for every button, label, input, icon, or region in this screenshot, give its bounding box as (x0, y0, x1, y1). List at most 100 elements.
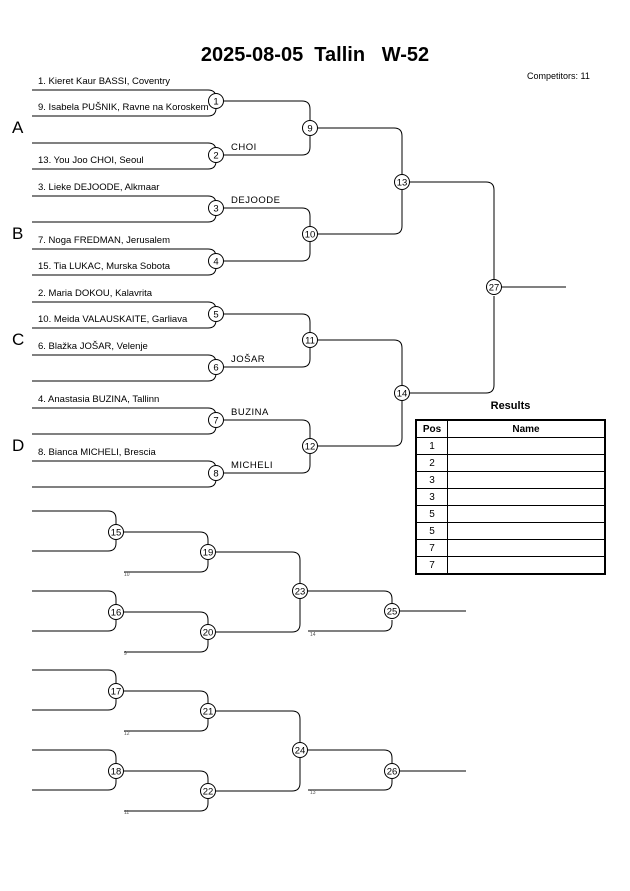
entrant: 6. Blažka JOŠAR, Velenje (38, 341, 148, 352)
match-node: 20 (200, 624, 216, 640)
match-number: 19 (203, 548, 214, 559)
match-circle (208, 147, 224, 163)
result-pos: 7 (415, 539, 448, 557)
match-node: 25 (384, 603, 400, 619)
match-node: 2 (208, 147, 224, 163)
match-node: 21 (200, 703, 216, 719)
match-number: 8 (213, 469, 218, 480)
table-row: 5 (415, 522, 606, 540)
match-node: 18 (108, 763, 124, 779)
match-winner: MICHELI (231, 460, 274, 471)
result-pos: 2 (415, 454, 448, 472)
match-node: 27 (486, 279, 502, 295)
match-node: 14 (394, 385, 410, 401)
result-name (447, 556, 606, 575)
entrant: 13. You Joo CHOI, Seoul (38, 155, 144, 166)
result-name (447, 505, 606, 523)
match-number: 17 (111, 687, 122, 698)
match-number: 9 (307, 124, 312, 135)
match-circle (486, 279, 502, 295)
entrant: 15. Tia LUKAC, Murska Sobota (38, 261, 171, 272)
match-circle (208, 93, 224, 109)
match-circle (302, 120, 318, 136)
match-circle (208, 306, 224, 322)
entrant: 2. Maria DOKOU, Kalavrita (38, 288, 153, 299)
match-number: 26 (387, 767, 398, 778)
match-circle (200, 624, 216, 640)
result-pos: 3 (415, 471, 448, 489)
result-name (447, 471, 606, 489)
results-title: Results (490, 400, 531, 412)
match-number: 12 (305, 442, 316, 453)
repechage-ref: 9 (124, 651, 127, 657)
result-name (447, 454, 606, 472)
match-number: 25 (387, 607, 398, 618)
match-circle (200, 703, 216, 719)
match-node: 26 (384, 763, 400, 779)
match-winner: CHOI (231, 142, 257, 153)
match-number: 1 (213, 97, 218, 108)
results-header-pos: Pos (415, 419, 448, 438)
result-pos: 7 (415, 556, 448, 575)
pool-label-c: C (12, 330, 25, 349)
match-circle (200, 544, 216, 560)
match-circle (302, 438, 318, 454)
match-node: 12 (302, 438, 318, 454)
table-row: 2 (415, 454, 606, 472)
match-number: 4 (213, 257, 218, 268)
match-node: 6 (208, 359, 224, 375)
match-number: 3 (213, 204, 218, 215)
match-number: 27 (489, 283, 500, 294)
match-circle (200, 783, 216, 799)
match-winner: JOŠAR (231, 354, 266, 365)
repechage-ref: 10 (124, 572, 130, 578)
repechage-ref: 14 (310, 632, 316, 638)
match-node: 1 (208, 93, 224, 109)
result-name (447, 437, 606, 455)
pool-label-a: A (12, 118, 24, 137)
match-circle (302, 332, 318, 348)
result-name (447, 539, 606, 557)
match-circle (108, 604, 124, 620)
competitor-count: Competitors: 11 (527, 71, 590, 81)
entrant: 1. Kieret Kaur BASSI, Coventry (38, 76, 171, 87)
match-node: 22 (200, 783, 216, 799)
table-row: 3 (415, 471, 606, 489)
match-circle (292, 742, 308, 758)
match-number: 10 (305, 230, 316, 241)
match-circle (208, 412, 224, 428)
match-circle (394, 174, 410, 190)
match-node: 15 (108, 524, 124, 540)
result-name (447, 522, 606, 540)
match-number: 2 (213, 151, 218, 162)
match-circle (292, 583, 308, 599)
table-row: 7 (415, 539, 606, 557)
entrant: 9. Isabela PUŠNIK, Ravne na Koroskem (38, 102, 209, 113)
match-number: 6 (213, 363, 218, 374)
entrant: 10. Meida VALAUSKAITE, Garliava (38, 314, 188, 325)
result-name (447, 488, 606, 506)
match-circle (394, 385, 410, 401)
repechage-ref: 11 (124, 810, 129, 816)
result-pos: 5 (415, 505, 448, 523)
match-circle (108, 524, 124, 540)
match-circle (208, 359, 224, 375)
page-title: 2025-08-05 Tallin W-52 (200, 44, 430, 66)
table-row: 5 (415, 505, 606, 523)
entrant: 4. Anastasia BUZINA, Tallinn (38, 394, 160, 405)
match-node: 17 (108, 683, 124, 699)
match-winner: BUZINA (231, 407, 269, 418)
entrant: 3. Lieke DEJOODE, Alkmaar (38, 182, 160, 193)
match-circle (384, 763, 400, 779)
results-table: Pos Name 1 2 3 3 5 5 7 7 (415, 419, 606, 575)
match-winner: DEJOODE (231, 195, 281, 206)
match-node: 5 (208, 306, 224, 322)
table-row: 7 (415, 556, 606, 575)
result-pos: 3 (415, 488, 448, 506)
entrant: 8. Bianca MICHELI, Brescia (38, 447, 156, 458)
match-circle (208, 253, 224, 269)
match-number: 21 (203, 707, 214, 718)
match-node: 23 (292, 583, 308, 599)
match-node: 16 (108, 604, 124, 620)
